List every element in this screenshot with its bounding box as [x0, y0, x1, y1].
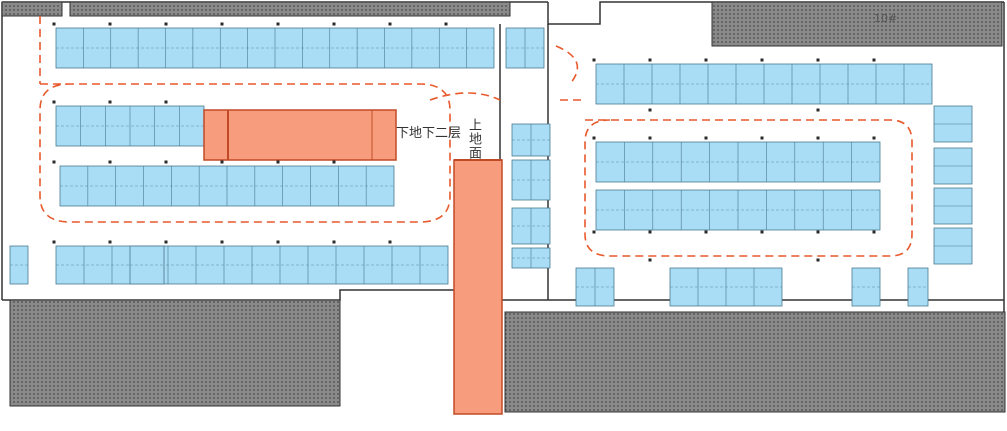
column — [164, 240, 168, 244]
building-southeast — [504, 311, 1006, 413]
column — [704, 230, 708, 234]
column — [52, 160, 56, 164]
column — [220, 240, 224, 244]
south-wall-west — [2, 289, 455, 301]
drive-lane-path — [429, 92, 501, 101]
column — [648, 108, 652, 112]
column — [704, 136, 708, 140]
drive-lanes — [39, 16, 913, 257]
column — [220, 22, 224, 26]
parking-stalls — [9, 27, 973, 307]
column — [592, 230, 596, 234]
structural-columns — [52, 22, 876, 262]
ramp-label-down-to-b2: 下地下二层 — [396, 126, 462, 141]
column — [108, 240, 112, 244]
parking-block — [851, 267, 881, 307]
column — [648, 230, 652, 234]
column — [332, 160, 336, 164]
column — [592, 58, 596, 62]
column — [760, 230, 764, 234]
column — [872, 230, 876, 234]
column — [108, 160, 112, 164]
ramp-label-up-to-ground: 上地面 — [466, 118, 481, 160]
column — [760, 58, 764, 62]
column — [52, 22, 56, 26]
building-number-label: 10# — [874, 12, 898, 25]
drive-lane-path — [584, 119, 913, 257]
column — [164, 160, 168, 164]
building-northeast — [711, 1, 1003, 47]
ramps — [203, 109, 503, 415]
column — [816, 230, 820, 234]
column — [872, 136, 876, 140]
column — [704, 58, 708, 62]
column — [816, 136, 820, 140]
column — [760, 136, 764, 140]
column — [332, 22, 336, 26]
ramp-up-to-ground — [453, 159, 503, 415]
column — [108, 22, 112, 26]
column — [164, 22, 168, 26]
column — [52, 240, 56, 244]
residential-buildings — [1, 1, 1006, 413]
building-north-strip-2 — [69, 1, 511, 17]
column — [332, 240, 336, 244]
drive-lane-path — [555, 45, 579, 85]
column — [872, 58, 876, 62]
column — [388, 22, 392, 26]
column — [648, 258, 652, 262]
ramp-down-to-b2 — [203, 109, 397, 161]
column — [276, 160, 280, 164]
column — [108, 100, 112, 104]
column — [220, 160, 224, 164]
column — [592, 136, 596, 140]
column — [276, 22, 280, 26]
column — [816, 58, 820, 62]
column — [52, 100, 56, 104]
column — [444, 22, 448, 26]
building-southwest — [9, 299, 341, 407]
building-north-strip-1 — [1, 1, 63, 17]
column — [388, 240, 392, 244]
column — [164, 100, 168, 104]
column — [816, 108, 820, 112]
column — [276, 240, 280, 244]
column — [648, 58, 652, 62]
column — [816, 258, 820, 262]
column — [648, 136, 652, 140]
